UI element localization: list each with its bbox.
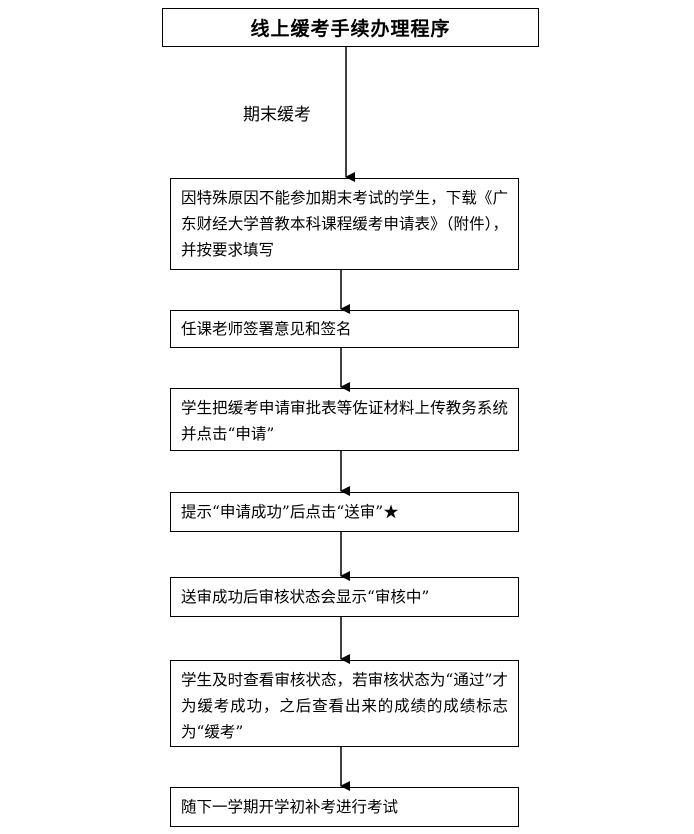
step-text-download-form: 因特殊原因不能参加期末考试的学生，下载《广东财经大学普教本科课程缓考申请表》（附…	[181, 189, 508, 259]
step-text-makeup-exam: 随下一学期开学初补考进行考试	[181, 798, 399, 816]
step-box-check-result: 学生及时查看审核状态，若审核状态为“通过”才为缓考成功，之后查看出来的成绩的成绩…	[170, 660, 519, 747]
step-text-review-status: 送审成功后审核状态会显示“审核中”	[181, 588, 430, 606]
diagram-title-box: 线上缓考手续办理程序	[162, 8, 539, 47]
step-box-makeup-exam: 随下一学期开学初补考进行考试	[170, 787, 519, 827]
step-box-download-form: 因特殊原因不能参加期末考试的学生，下载《广东财经大学普教本科课程缓考申请表》（附…	[170, 178, 519, 270]
step-box-submit-review: 提示“申请成功”后点击“送审”★	[170, 492, 519, 532]
step-text-check-result: 学生及时查看审核状态，若审核状态为“通过”才为缓考成功，之后查看出来的成绩的成绩…	[181, 671, 508, 741]
step-text-submit-review: 提示“申请成功”后点击“送审”★	[181, 503, 399, 521]
step-text-upload-materials: 学生把缓考申请审批表等佐证材料上传教务系统并点击“申请”	[181, 399, 508, 443]
step-box-review-status: 送审成功后审核状态会显示“审核中”	[170, 577, 519, 617]
step-text-teacher-sign: 任课老师签署意见和签名	[181, 320, 352, 338]
edge-label-final-exam-deferral: 期末缓考	[243, 105, 311, 125]
diagram-title: 线上缓考手续办理程序	[250, 18, 451, 40]
